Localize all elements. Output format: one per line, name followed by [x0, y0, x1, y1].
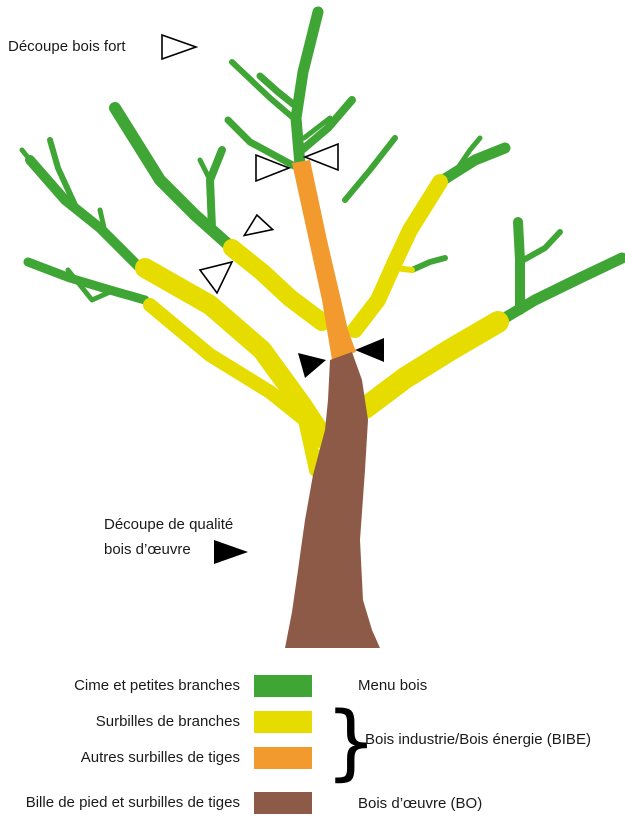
bois-fort-marker-3: [242, 213, 275, 237]
bois-fort-cut-markers: [198, 142, 339, 295]
swatch-green: [254, 675, 312, 697]
open-triangle-icon: [161, 33, 199, 61]
quality-cut-markers: [298, 338, 384, 378]
legend-label-surbilles-branches: Surbilles de branches: [95, 713, 240, 730]
legend-brace: }: [325, 695, 378, 790]
category-menu-bois: Menu bois: [358, 677, 428, 694]
quality-marker-1: [298, 353, 326, 378]
legend-label-cime: Cime et petites branches: [74, 677, 240, 694]
legend-label-autres-surbilles: Autres surbilles de tiges: [80, 749, 240, 766]
filled-triangle-icon: [214, 540, 248, 564]
swatch-orange: [254, 747, 312, 769]
bois-fort-marker-1: [255, 153, 292, 183]
butt-log: [285, 352, 380, 648]
other-stem-logs: [292, 160, 356, 360]
swatch-brown: [254, 792, 312, 814]
swatch-yellow: [254, 711, 312, 733]
bois-fort-marker-2: [302, 142, 339, 172]
decoupe-bois-fort-label: Découpe bois fort: [8, 38, 126, 55]
legend-label-bille-pied: Bille de pied et surbilles de tiges: [25, 794, 240, 811]
decoupe-qualite-label-line1: Découpe de qualité: [104, 516, 234, 533]
bois-fort-marker-4: [198, 260, 234, 295]
crown-small-branches: [19, 6, 625, 328]
category-bibe: Bois industrie/Bois énergie (BIBE): [365, 731, 591, 748]
quality-marker-2: [355, 338, 384, 362]
category-bo: Bois d’œuvre (BO): [358, 795, 483, 812]
decoupe-qualite-label-line2: bois d’œuvre: [104, 541, 191, 558]
